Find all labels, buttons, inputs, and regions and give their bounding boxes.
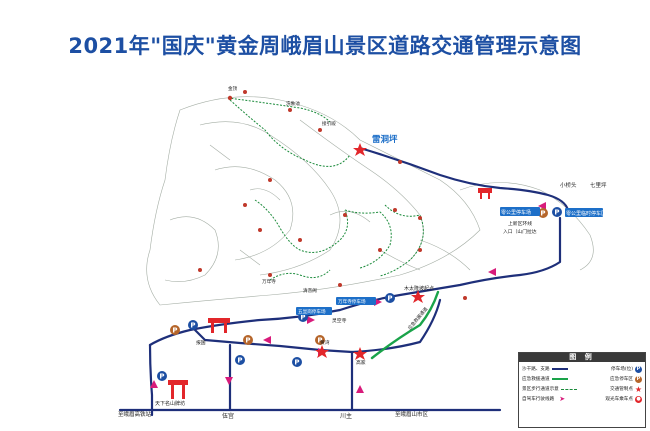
label-qingyin: 清音阁 bbox=[303, 287, 317, 294]
label-linggong: 灵空寺 bbox=[332, 317, 347, 324]
label-baoguo: 报国 bbox=[196, 339, 206, 346]
label-leidongping: 雷洞坪 bbox=[372, 134, 398, 145]
svg-text:P: P bbox=[245, 337, 250, 345]
traffic-control-points bbox=[315, 143, 425, 360]
emergency-parking-icon: P bbox=[170, 325, 180, 335]
gate-icons bbox=[168, 188, 492, 399]
svg-text:P: P bbox=[317, 337, 322, 345]
trail-swatch bbox=[560, 388, 577, 390]
gate-icon bbox=[478, 188, 492, 193]
svg-text:P: P bbox=[190, 322, 195, 330]
svg-text:P: P bbox=[172, 327, 177, 335]
label-jieyin: 接引殿 bbox=[322, 120, 336, 127]
label-chuanzhu: 川主 bbox=[340, 412, 352, 420]
arch-icon bbox=[168, 380, 188, 385]
label-shangxin-line: 上新区环线 bbox=[508, 220, 532, 227]
emergency-road bbox=[370, 290, 440, 360]
mountain-terrain bbox=[146, 96, 594, 306]
label-yuzhang: 伍宫 bbox=[222, 412, 234, 420]
label-jinding: 金顶 bbox=[228, 85, 238, 92]
map-legend: 图 例 沙干路、支路 停车场(位) P 应急救援通道 应急停车区 P 景区步行通… bbox=[518, 352, 646, 428]
label-wannian: 万年寺 bbox=[262, 278, 276, 285]
emergency-parking-icon: P bbox=[315, 335, 325, 345]
label-mutai-turn: 木太隆坡起点 bbox=[404, 285, 434, 292]
main-roads bbox=[118, 146, 570, 417]
legend-label: 交通管制点 bbox=[610, 387, 633, 392]
parking-markers: P P P P P P P P P P P bbox=[157, 207, 562, 381]
legend-label: 观光车乘车点 bbox=[605, 397, 633, 402]
direction-arrow-icon: ➤ bbox=[556, 395, 569, 403]
traffic-control-icon: ★ bbox=[634, 384, 643, 394]
svg-text:P: P bbox=[554, 209, 559, 217]
svg-text:P: P bbox=[387, 295, 392, 303]
legend-label: 自驾车行驶线路 bbox=[522, 397, 555, 402]
legend-row: 沙干路、支路 停车场(位) P bbox=[522, 364, 642, 374]
parking-icon: P bbox=[385, 293, 395, 303]
gate-icon bbox=[208, 318, 230, 323]
svg-text:P: P bbox=[294, 359, 299, 367]
scenic-spot-markers bbox=[198, 90, 467, 300]
main-road-swatch bbox=[551, 368, 568, 370]
parking-icon: P bbox=[552, 207, 562, 217]
label-wutong-parking: 五显岗停车场 bbox=[298, 308, 326, 315]
label-city: 至峨眉山市区 bbox=[395, 410, 429, 418]
label-shanmen-entry: 入口（山门拉达 bbox=[503, 228, 537, 235]
parking-icon: P bbox=[292, 357, 302, 367]
emergency-road-swatch bbox=[551, 378, 568, 380]
parking-icon: P bbox=[157, 371, 167, 381]
map-title: 2021年"国庆"黄金周峨眉山景区道路交通管理示意图 bbox=[68, 34, 582, 58]
legend-label: 应急救援通道 bbox=[522, 377, 550, 382]
label-qilizhi: 七里坪 bbox=[590, 181, 607, 189]
label-wannian-parking: 万年寺停车场 bbox=[338, 298, 366, 305]
legend-row: 应急救援通道 应急停车区 P bbox=[522, 374, 642, 384]
emergency-parking-icon: P bbox=[635, 375, 642, 383]
parking-icon: P bbox=[635, 365, 642, 373]
shuttle-stop-icon: ● bbox=[635, 395, 642, 403]
legend-label: 停车场(位) bbox=[611, 367, 633, 372]
legend-label: 应急停车区 bbox=[610, 377, 633, 382]
legend-row: 景区步行通道示意 交通管制点 ★ bbox=[522, 384, 642, 394]
svg-text:P: P bbox=[159, 373, 164, 381]
label-station: 至峨眉高铁站 bbox=[118, 410, 152, 418]
legend-label: 沙干路、支路 bbox=[522, 367, 550, 372]
label-xixiang: 洗象池 bbox=[286, 100, 300, 107]
emergency-parking-icon: P bbox=[243, 335, 253, 345]
legend-row: 自驾车行驶线路 ➤ 观光车乘车点 ● bbox=[522, 394, 642, 404]
emergency-parking-icon: P bbox=[538, 208, 548, 218]
label-gaozhang: 高家 bbox=[356, 359, 366, 366]
parking-icon: P bbox=[235, 355, 245, 365]
legend-heading: 图 例 bbox=[519, 353, 645, 362]
label-lingongli-temp: 零公里临时停车区域 bbox=[566, 210, 611, 217]
hiking-trails bbox=[227, 97, 424, 281]
label-huangwan: 黄湾 bbox=[320, 339, 330, 346]
parking-icon: P bbox=[188, 320, 198, 330]
svg-text:P: P bbox=[540, 210, 545, 218]
legend-label: 景区步行通道示意 bbox=[522, 387, 559, 392]
svg-text:P: P bbox=[237, 357, 242, 365]
label-lingongli-parking: 零公里停车场 bbox=[501, 209, 531, 216]
callout-boxes bbox=[296, 207, 603, 315]
svg-text:P: P bbox=[300, 314, 305, 322]
label-tianxia-arch: 天下名山牌坊 bbox=[155, 400, 185, 407]
label-xiaojiaotou: 小桥头 bbox=[560, 181, 577, 189]
